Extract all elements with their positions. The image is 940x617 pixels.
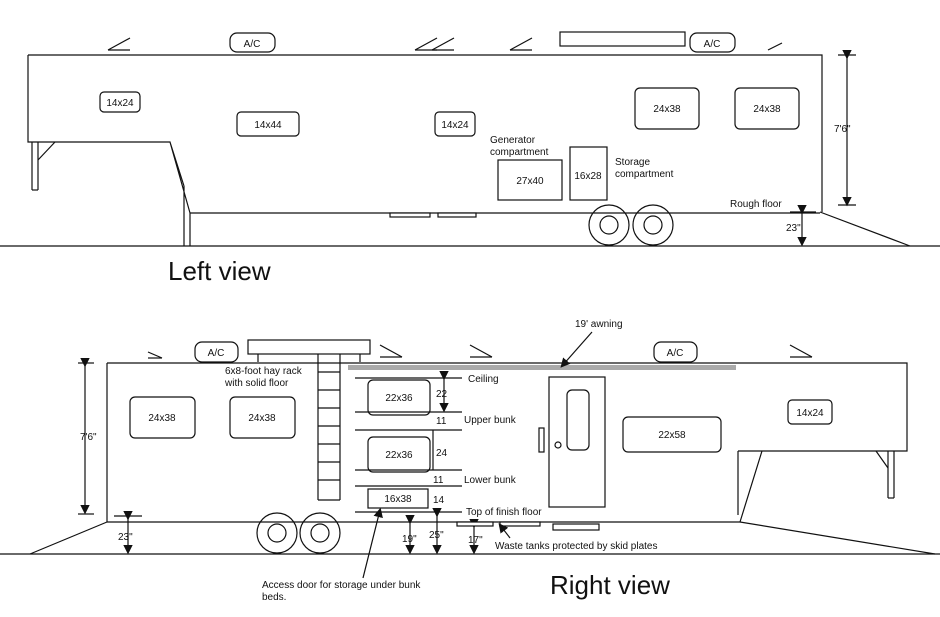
- generator-size: 27x40: [516, 176, 544, 187]
- right-window-rear-2: 24x38: [248, 413, 276, 424]
- right-view-title: Right view: [550, 570, 670, 600]
- generator-label-1: Generator: [490, 135, 536, 146]
- right-trailer-body: [106, 362, 908, 523]
- dim-11-lower: 11: [433, 475, 444, 486]
- right-window-front: 14x24: [796, 408, 824, 419]
- left-ac-label-2: A/C: [704, 39, 721, 50]
- access-door-note-1: Access door for storage under bunk: [262, 580, 421, 591]
- right-ac-unit-1: [194, 341, 239, 363]
- window-upper-bunk: 22x36: [385, 393, 413, 404]
- dim-17: 17": [468, 535, 483, 546]
- left-ac-unit-1: [229, 32, 276, 53]
- left-height-dim: 7'6": [834, 124, 851, 135]
- left-ac-label-1: A/C: [244, 39, 261, 50]
- window-large: 22x58: [658, 430, 686, 441]
- storage-size: 16x28: [574, 171, 602, 182]
- hay-rack: [247, 339, 371, 355]
- left-ac-unit-2: [689, 32, 736, 53]
- hay-rack-label-2: with solid floor: [224, 378, 289, 389]
- left-window-center: 14x24: [441, 120, 469, 131]
- right-window-rear-1: 24x38: [148, 413, 176, 424]
- left-window-mid: 14x44: [254, 120, 282, 131]
- hay-rack-label-1: 6x8-foot hay rack: [225, 366, 303, 377]
- awning: [348, 365, 736, 370]
- finish-floor-label: Top of finish floor: [466, 507, 542, 518]
- storage-compartment: [569, 146, 608, 201]
- right-floor-height: 23": [118, 532, 133, 543]
- left-floor-height: 23": [786, 223, 801, 234]
- right-view: A/C A/C 6x8-foot hay rack with solid flo…: [0, 319, 940, 603]
- rough-floor-label: Rough floor: [730, 199, 782, 210]
- right-ac-label-1: A/C: [208, 348, 225, 359]
- upper-bunk-label: Upper bunk: [464, 415, 517, 426]
- left-view-title: Left view: [168, 256, 271, 286]
- dim-14: 14: [433, 495, 445, 506]
- generator-label-2: compartment: [490, 147, 549, 158]
- left-window-rear-2: 24x38: [753, 104, 781, 115]
- generator-compartment: [497, 159, 563, 201]
- window-lower-bunk: 22x36: [385, 450, 413, 461]
- waste-tanks-label: Waste tanks protected by skid plates: [495, 541, 658, 552]
- left-window-rear-1: 24x38: [653, 104, 681, 115]
- dim-11-upper: 11: [436, 416, 447, 427]
- left-trailer-body: [27, 54, 823, 246]
- dim-22: 22: [436, 389, 448, 400]
- dim-24: 24: [436, 448, 448, 459]
- right-ac-unit-2: [653, 341, 698, 363]
- lower-bunk-label: Lower bunk: [464, 475, 517, 486]
- right-height-dim: 7'6": [80, 432, 97, 443]
- access-door-size: 16x38: [384, 494, 412, 505]
- entry-door: [538, 376, 606, 508]
- ladder: [317, 354, 341, 501]
- access-door-note-2: beds.: [262, 592, 286, 603]
- awning-label: 19' awning: [575, 319, 623, 330]
- dim-19: 19": [402, 534, 417, 545]
- left-window-front: 14x24: [106, 98, 134, 109]
- storage-label-1: Storage: [615, 157, 650, 168]
- storage-label-2: compartment: [615, 169, 674, 180]
- ceiling-label: Ceiling: [468, 374, 499, 385]
- dim-25: 25": [429, 530, 444, 541]
- left-view: A/C A/C 14x24 14x44 14x24 24x38 24x38 Ge…: [0, 31, 940, 286]
- right-ac-label-2: A/C: [667, 348, 684, 359]
